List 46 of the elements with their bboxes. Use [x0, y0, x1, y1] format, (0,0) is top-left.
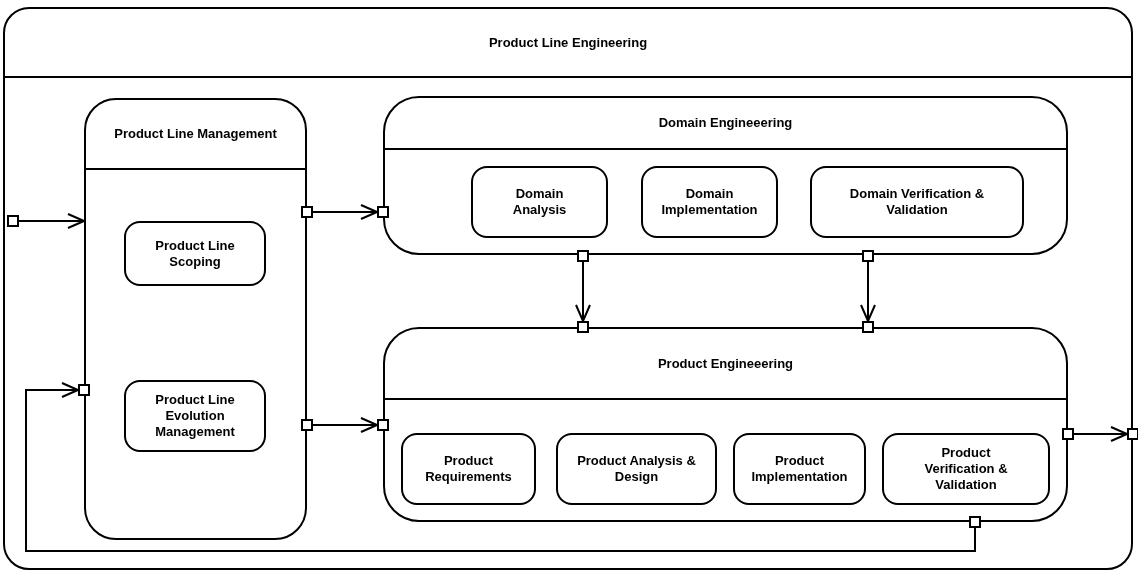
process-label: Product Analysis & Design	[576, 453, 697, 485]
process-label: Product Line Scoping	[154, 237, 236, 270]
container-box	[3, 7, 1133, 570]
process-box	[810, 166, 1024, 238]
arrow	[25, 382, 976, 552]
heading: Product Engineeering	[657, 354, 794, 373]
process-label: Domain Implementation	[660, 186, 759, 218]
arrow	[575, 261, 591, 322]
arrow	[312, 204, 378, 220]
process-label: Product Verification & Validation	[923, 445, 1009, 493]
port-square	[377, 419, 389, 431]
port-square	[1062, 428, 1074, 440]
process-box	[124, 380, 266, 452]
port-square	[78, 384, 90, 396]
process-box	[556, 433, 717, 505]
heading: Product Line Engineering	[488, 33, 648, 52]
port-square	[577, 250, 589, 262]
process-box	[733, 433, 866, 505]
heading: Domain Engineeering	[658, 114, 793, 133]
port-square	[377, 206, 389, 218]
process-box	[124, 221, 266, 286]
port-square	[969, 516, 981, 528]
process-box	[401, 433, 536, 505]
arrow	[18, 213, 85, 229]
port-square	[577, 321, 589, 333]
port-square	[7, 215, 19, 227]
process-label: Product Requirements	[424, 453, 513, 485]
port-square	[301, 206, 313, 218]
container-box	[84, 98, 307, 540]
process-box	[641, 166, 778, 238]
process-label: Domain Analysis	[511, 186, 568, 218]
process-box	[882, 433, 1050, 505]
heading: Product Line Management	[114, 125, 277, 144]
process-label: Domain Verification & Validation	[848, 186, 986, 218]
process-label: Product Implementation	[750, 453, 849, 485]
process-box	[471, 166, 608, 238]
port-square	[1127, 428, 1138, 440]
process-label: Product Line Evolution Management	[154, 392, 236, 440]
port-square	[862, 321, 874, 333]
arrow	[312, 417, 378, 433]
arrow	[860, 261, 876, 322]
container-box	[383, 327, 1068, 522]
port-square	[301, 419, 313, 431]
container-box	[383, 96, 1068, 255]
port-square	[862, 250, 874, 262]
arrow	[1073, 426, 1128, 442]
